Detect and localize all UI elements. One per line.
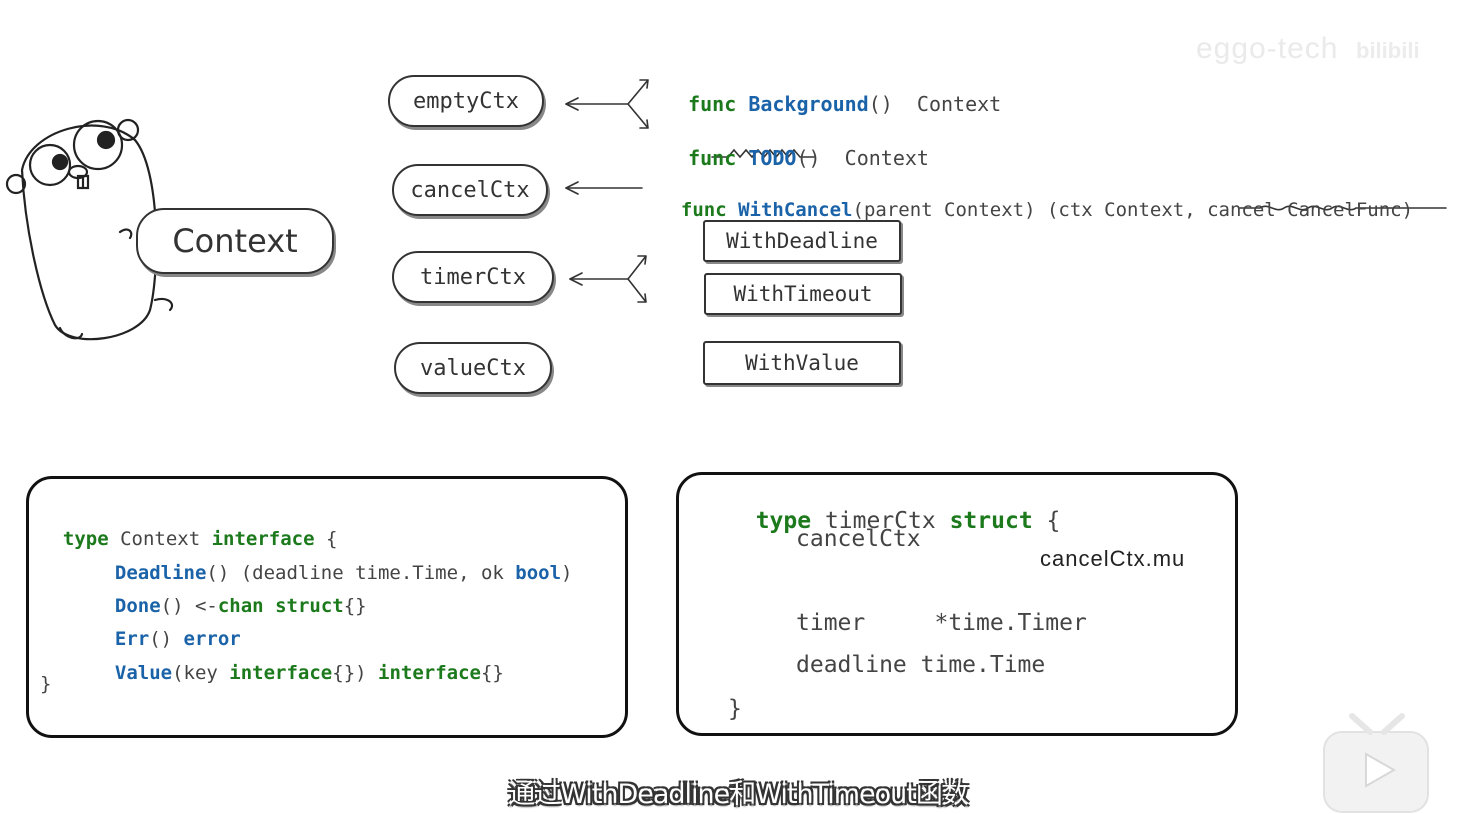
- site-logo: bilibili: [1356, 38, 1420, 63]
- iface-done: Done() <-chan struct{}: [114, 595, 367, 617]
- iface-err: Err() error: [114, 628, 241, 650]
- withtimeout-box: WithTimeout: [704, 273, 902, 315]
- withvalue-box: WithValue: [703, 341, 901, 385]
- iface-line-1: type Context interface {: [62, 528, 338, 550]
- author-watermark: eggo-tech: [1196, 32, 1339, 65]
- struct-close: }: [728, 696, 742, 722]
- struct-line-1: type timerCtx struct {: [755, 508, 1061, 534]
- gopher-mascot: [5, 118, 174, 341]
- iface-deadline: Deadline() (deadline time.Time, ok bool): [114, 562, 573, 584]
- struct-timer-field: timer *time.Timer: [796, 610, 1087, 636]
- todo-signature: func TODO() Context: [688, 146, 929, 170]
- struct-embed-cancelctx: cancelCtx: [796, 526, 921, 552]
- struct-deadline-field: deadline time.Time: [796, 652, 1046, 678]
- mutex-note: cancelCtx.mu: [1040, 546, 1186, 571]
- context-label: Context: [136, 208, 334, 274]
- timerctx-struct-code: [676, 472, 1238, 736]
- play-icon[interactable]: [1322, 712, 1432, 814]
- valuectx-node: valueCtx: [394, 342, 552, 394]
- context-interface-code: [26, 476, 628, 738]
- iface-close: }: [40, 673, 52, 695]
- iface-value: Value(key interface{}) interface{}: [114, 662, 504, 684]
- video-subtitle: 通过WithDeadline和WithTimeout函数: [508, 779, 969, 810]
- background-signature: func Background() Context: [688, 92, 1002, 116]
- withcancel-signature: func WithCancel(parent Context) (ctx Con…: [680, 199, 1414, 221]
- timerctx-node: timerCtx: [392, 251, 554, 303]
- cancelctx-node: cancelCtx: [392, 164, 548, 216]
- emptyctx-node: emptyCtx: [388, 75, 544, 127]
- withdeadline-box: WithDeadline: [703, 220, 901, 262]
